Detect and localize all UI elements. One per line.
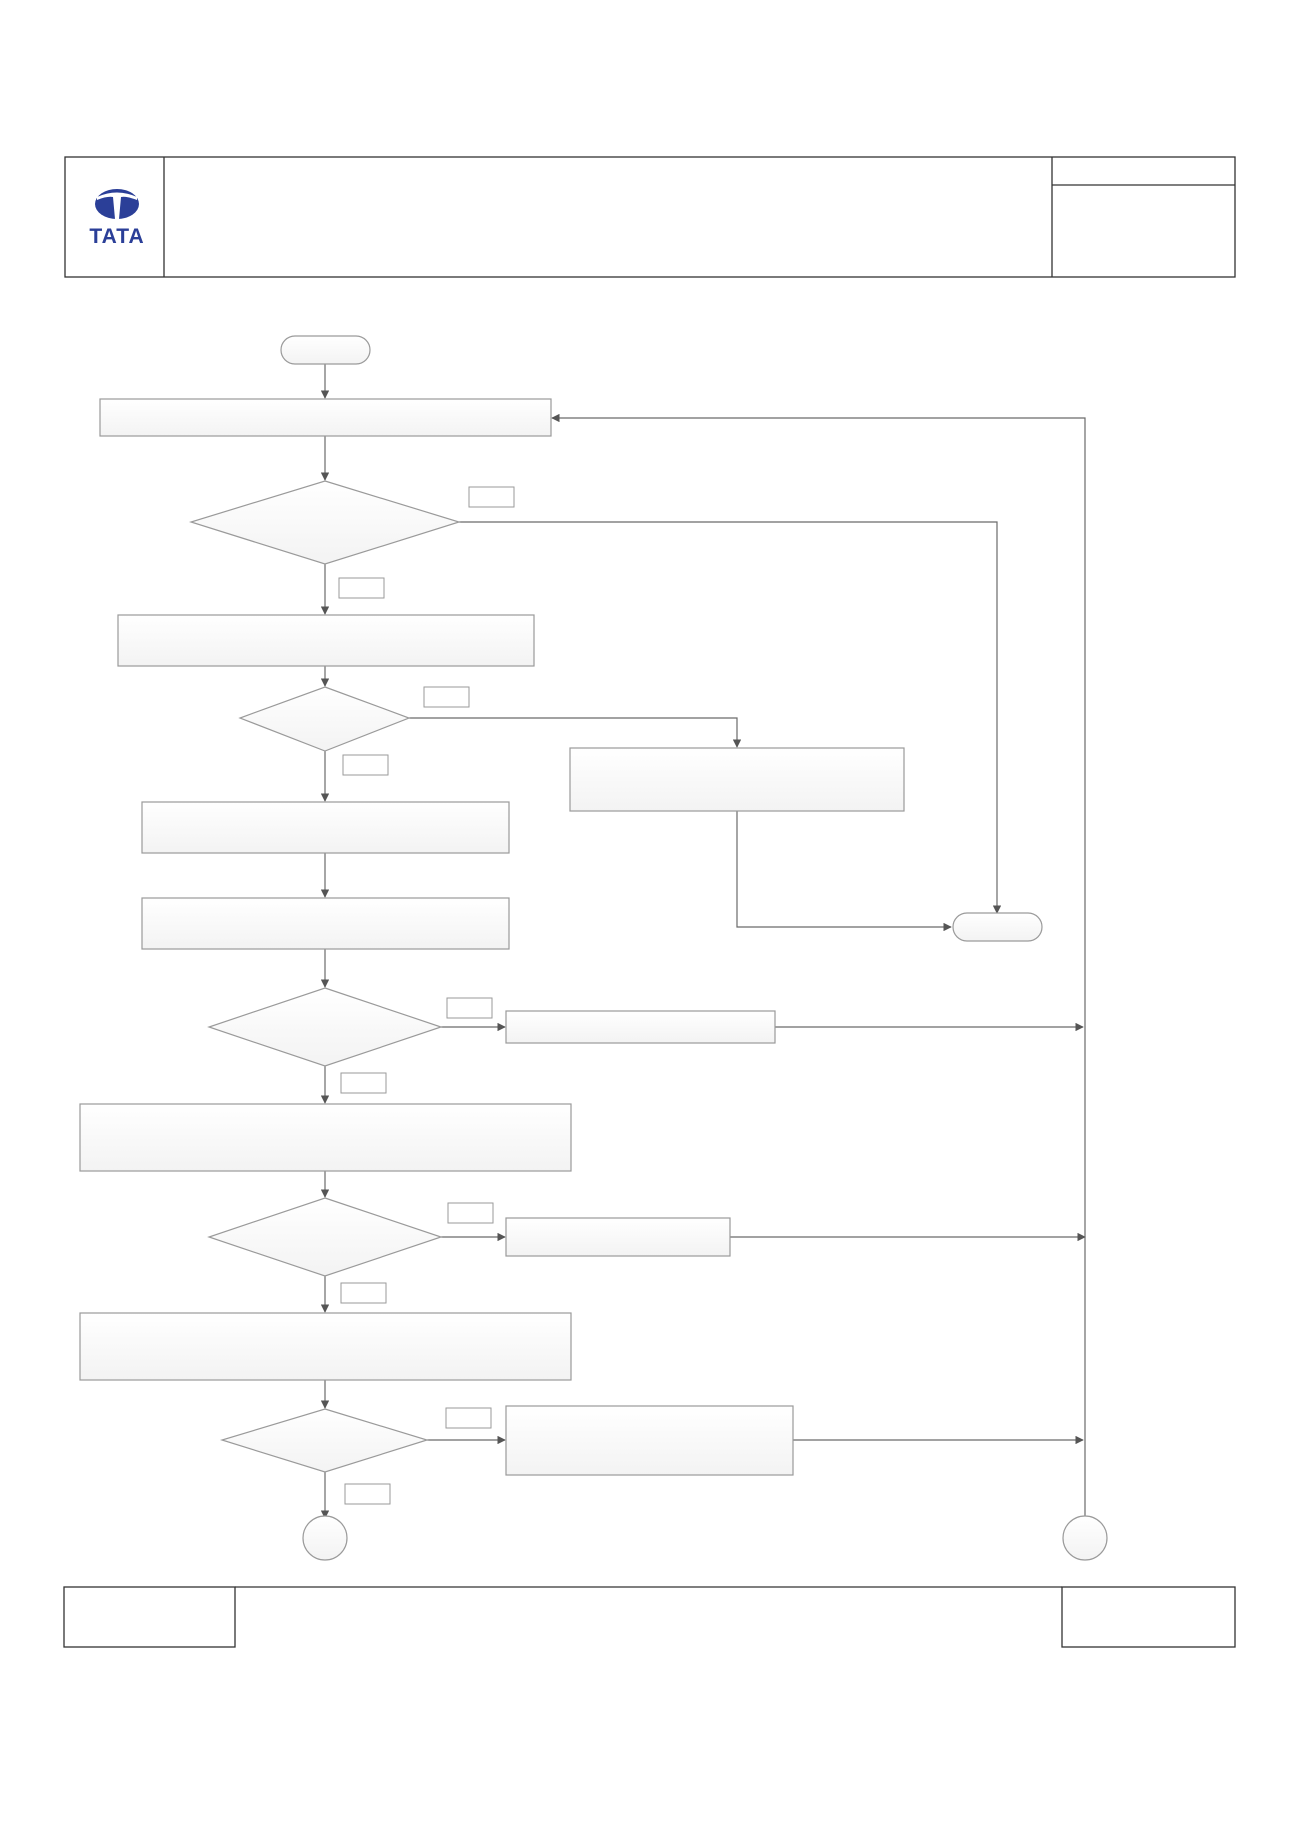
branch-label-decision5-right [445, 1407, 492, 1429]
branch-label-decision4-down [340, 1282, 387, 1304]
connectors [320, 364, 1086, 1520]
flowchart [79, 335, 1108, 1561]
branch-label-decision3-down [340, 1072, 387, 1094]
process-step-6 [79, 1312, 572, 1381]
footer-right-cell [1061, 1586, 1236, 1648]
decision-1 [188, 480, 462, 565]
decision-5 [219, 1408, 430, 1473]
process-step-5 [79, 1103, 572, 1172]
branch-label-decision3-right [446, 997, 493, 1019]
process-step-4 [141, 897, 510, 950]
branch-label-decision5-down [344, 1483, 391, 1505]
tata-emblem-icon [95, 189, 139, 219]
connector-decision1-to-end [459, 521, 1002, 914]
header-frame [64, 156, 1236, 278]
branch-label-decision1-right [468, 486, 515, 508]
connector-branch-to-end [736, 811, 952, 932]
offpage-connector-right [1062, 1515, 1108, 1561]
header-block: TATA [64, 156, 1236, 278]
process-side-box-1 [505, 1010, 776, 1044]
branch-label-decision1-down [338, 577, 385, 599]
footer-block [63, 1586, 1236, 1648]
process-branch-box [569, 747, 905, 812]
decision-3 [207, 987, 443, 1067]
branch-label-decision4-right [447, 1202, 494, 1224]
process-step-2 [117, 614, 535, 667]
process-step-3 [141, 801, 510, 854]
process-side-box-3 [505, 1405, 794, 1476]
footer-left-cell [63, 1586, 236, 1648]
end-terminator [952, 912, 1043, 942]
start-terminator [280, 335, 371, 365]
tata-logo-text: TATA [89, 225, 144, 248]
connector-loop-return [551, 413, 1086, 1520]
tata-logo: TATA [89, 189, 144, 248]
process-step-1 [99, 398, 552, 437]
decision-2 [238, 686, 411, 752]
decision-4 [207, 1197, 443, 1277]
branch-label-decision2-right [423, 686, 470, 708]
process-side-box-2 [505, 1217, 731, 1257]
branch-label-decision2-down [342, 754, 389, 776]
connector-decision2-to-branch [409, 717, 742, 748]
offpage-connector-left [302, 1515, 348, 1561]
